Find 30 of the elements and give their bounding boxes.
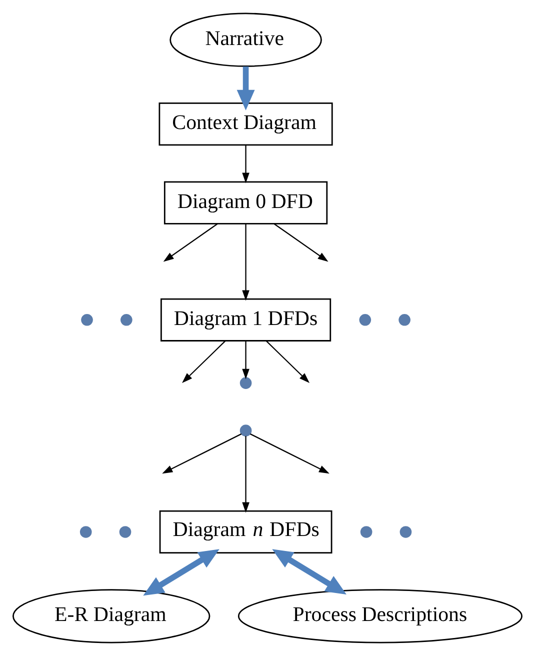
arrow [242,223,250,300]
node-ellipse: Narrative [170,12,322,66]
node-circle [400,526,412,538]
node-circle [398,313,410,326]
node-box: Diagram n DFDs [159,510,332,554]
node-circle [359,313,372,326]
arrow [163,222,218,262]
node-circle [119,526,132,538]
node-circle [80,526,92,538]
arrow [236,66,255,110]
arrow [242,340,250,379]
node-box: Diagram 0 DFD [164,180,328,224]
arrow [266,340,310,383]
node-box: Diagram 1 DFDs [160,298,332,341]
node-circle [81,313,93,326]
node-circle [120,313,132,326]
node-circle [240,376,252,388]
arrow [162,432,242,474]
arrow [274,222,328,262]
arrow [250,432,330,474]
node-box: Context Diagram [158,102,333,146]
node-ellipse: E-R Diagram [12,588,210,643]
arrow [272,548,346,594]
node-ellipse: Process Descriptions [238,588,522,643]
node-circle [240,424,252,436]
arrow [242,435,250,512]
arrow [242,144,250,183]
arrow [182,340,226,383]
arrow [143,548,220,596]
node-circle [360,526,372,538]
